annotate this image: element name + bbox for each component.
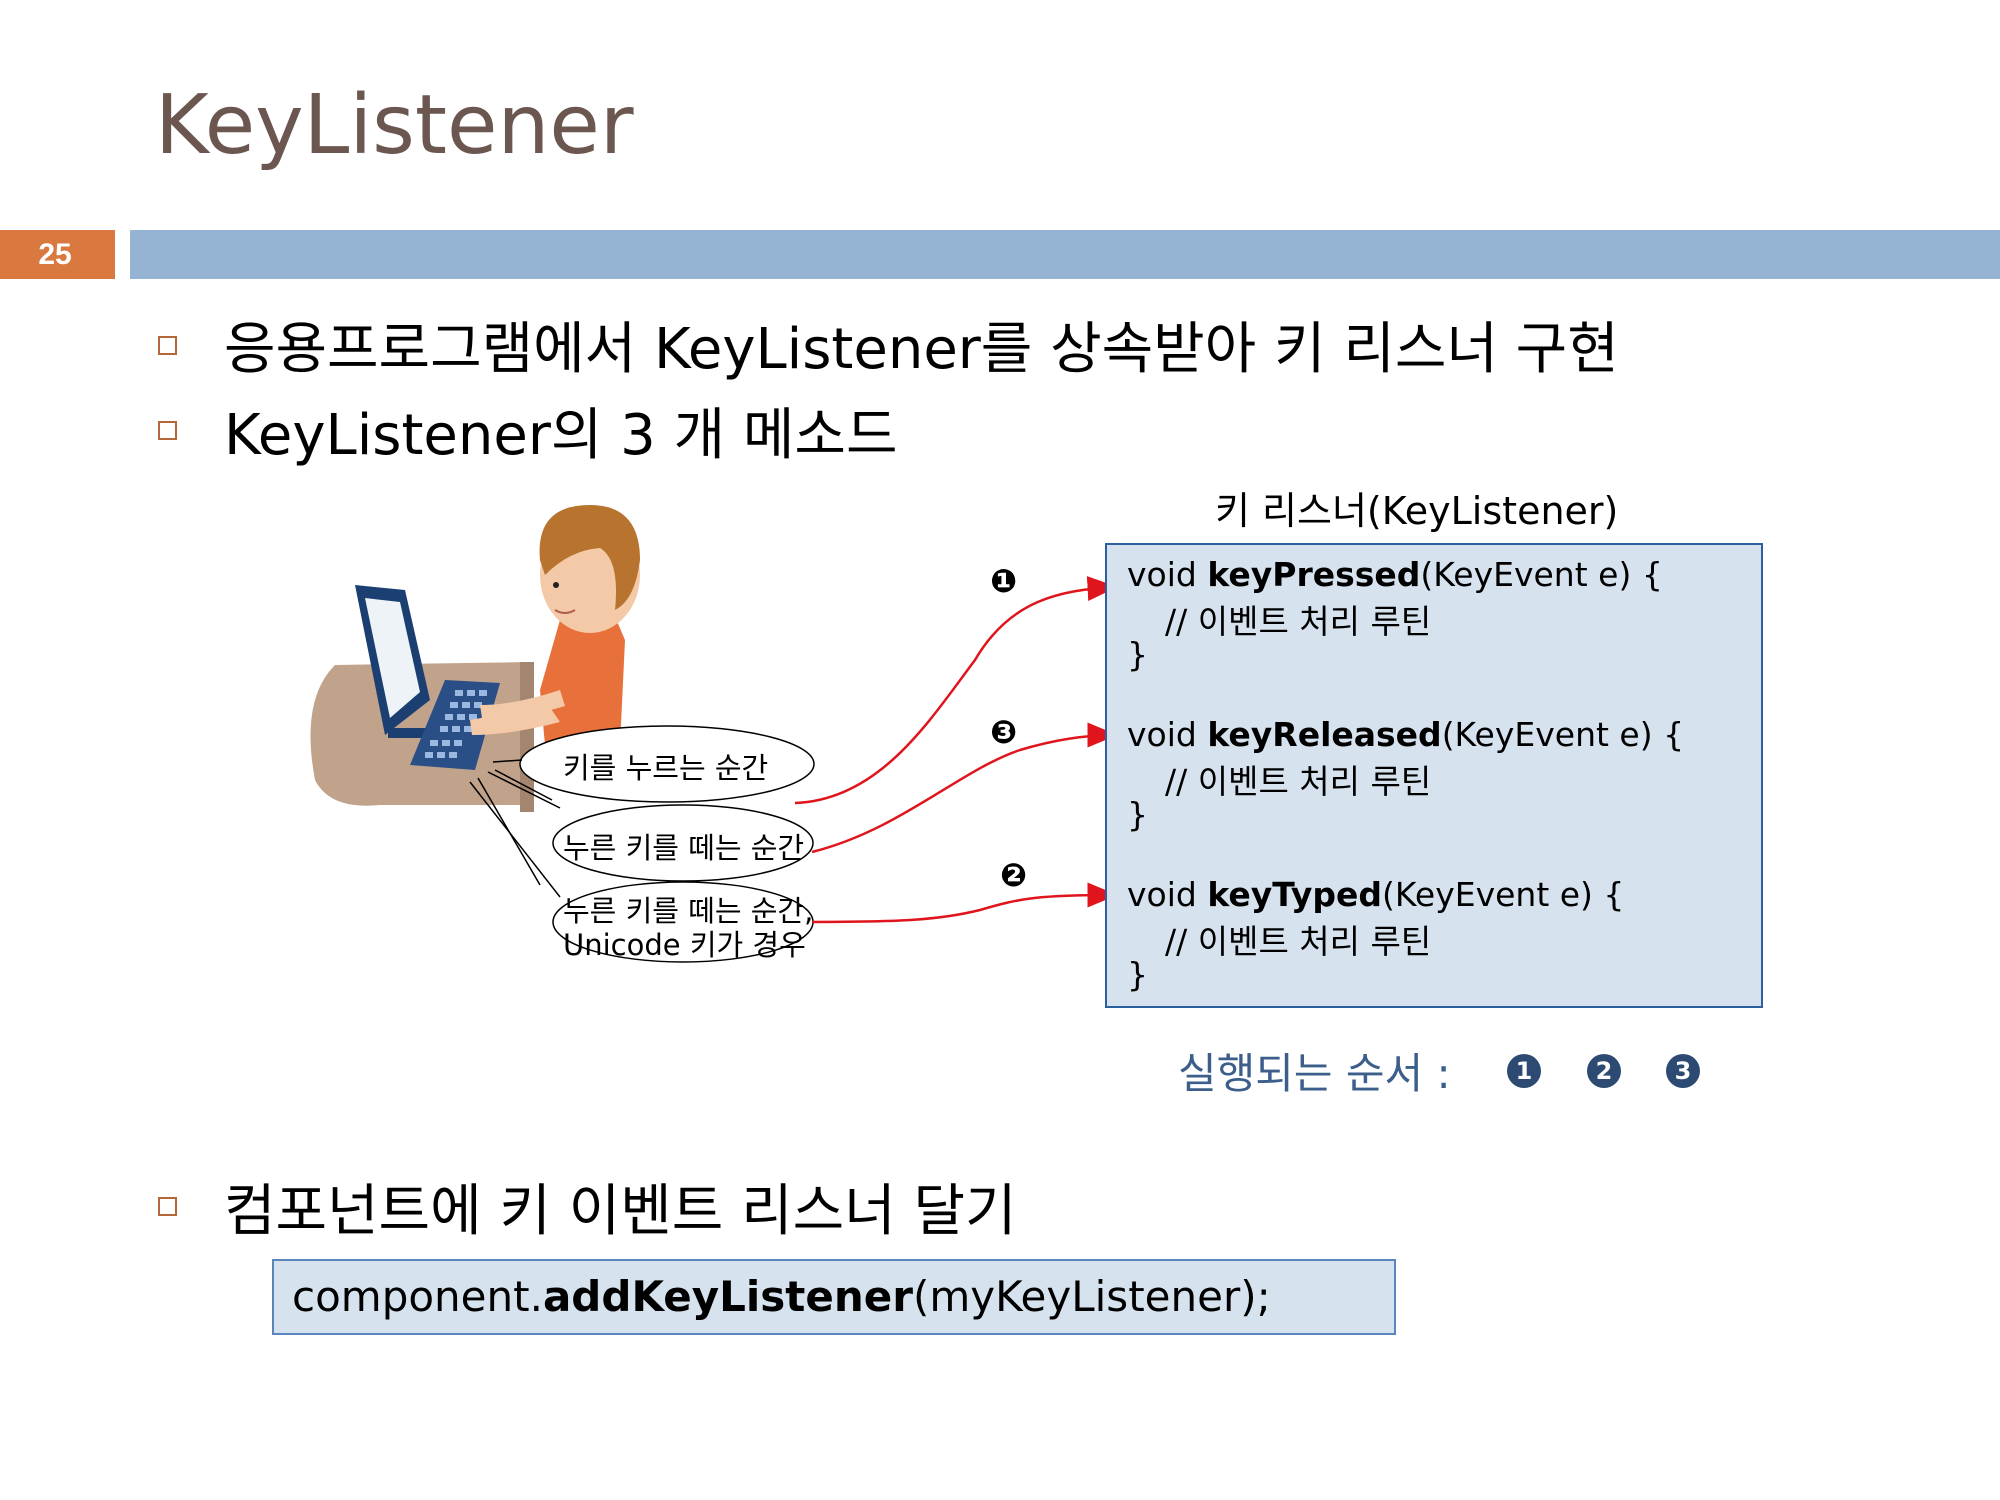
add-listener-code: component.addKeyListener(myKeyListener); [292,1272,1271,1321]
callout-key-released: 누른 키를 떼는 순간 [563,831,805,865]
slide-title: KeyListener [155,78,634,173]
callout-pointer-lines [469,759,561,898]
method-keypressed-comment: // 이벤트 처리 루틴 [1165,602,1432,641]
bullet-1: 응용프로그램에서 KeyListener를 상속받아 키 리스너 구현 [224,317,1619,382]
callout-key-typed-line2: Unicode 키가 경우 [563,928,806,962]
callout-key-pressed: 키를 누르는 순간 [563,751,769,785]
page-number-badge [0,230,115,279]
listener-title: 키 리스너(KeyListener) [1215,489,1619,533]
method-keyreleased-close: } [1127,795,1148,834]
order-number-2: 2 [1587,1054,1621,1088]
step-marker-1: ❶ [990,562,1018,600]
order-number-3: 3 [1666,1054,1700,1088]
method-keypressed-close: } [1127,635,1148,674]
method-keytyped-close: } [1127,955,1148,994]
bullet-square-icon [158,336,177,355]
step-marker-3: ❸ [990,713,1018,751]
page-number: 25 [38,238,72,271]
bullet-square-icon [158,421,177,440]
order-number-1: 1 [1507,1054,1541,1088]
bullet-3: 컴포넌트에 키 이벤트 리스너 달기 [224,1179,1017,1244]
method-keytyped-signature: void keyTyped(KeyEvent e) { [1127,875,1625,914]
bullet-square-icon [158,1197,177,1216]
title-divider-bar [130,230,2000,279]
keyboard-illustration [410,680,500,770]
add-listener-code-box [272,1259,1396,1335]
computer-monitor-illustration [355,585,430,738]
execution-order-label: 실행되는 순서 : [1178,1049,1451,1098]
callout-key-typed-line1: 누른 키를 떼는 순간, [563,894,814,928]
callout-bubbles [519,725,815,963]
method-keyreleased-signature: void keyReleased(KeyEvent e) { [1127,715,1685,754]
method-keyreleased-comment: // 이벤트 처리 루틴 [1165,762,1432,801]
bullet-2: KeyListener의 3 개 메소드 [224,403,898,468]
listener-method-box [1105,543,1763,1008]
method-keypressed-signature: void keyPressed(KeyEvent e) { [1127,555,1663,594]
method-keytyped-comment: // 이벤트 처리 루틴 [1165,922,1432,961]
person-illustration [470,505,640,745]
step-marker-2: ❷ [1000,856,1028,894]
